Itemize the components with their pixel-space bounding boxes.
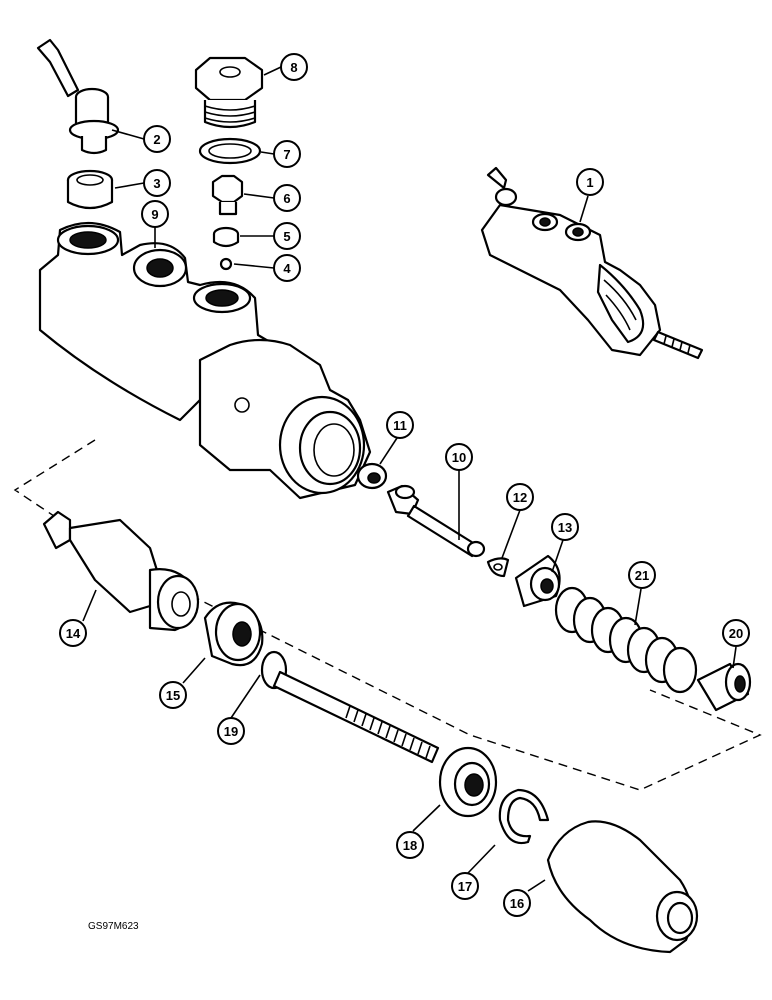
callout-10-label: 10 xyxy=(452,450,466,465)
part-11-seal xyxy=(356,462,388,490)
part-20-sleeve xyxy=(696,662,752,712)
callout-1: 1 xyxy=(576,168,604,196)
callout-2: 2 xyxy=(143,125,171,153)
part-10-valve-stem xyxy=(386,484,486,558)
callout-4-label: 4 xyxy=(283,261,291,276)
callout-8: 8 xyxy=(280,53,308,81)
callout-16-label: 16 xyxy=(510,896,524,911)
callout-9: 9 xyxy=(141,200,169,228)
callout-18-label: 18 xyxy=(403,838,417,853)
callout-13: 13 xyxy=(551,513,579,541)
leader-lines xyxy=(82,66,737,892)
callout-15-label: 15 xyxy=(166,688,180,703)
part-14-piston xyxy=(42,510,200,632)
callout-17: 17 xyxy=(451,872,479,900)
part-8-hex-plug xyxy=(194,56,264,129)
callout-21: 21 xyxy=(628,561,656,589)
callout-20: 20 xyxy=(722,619,750,647)
callout-6-label: 6 xyxy=(283,191,290,206)
callout-11-label: 11 xyxy=(393,418,407,433)
callout-9-label: 9 xyxy=(151,207,158,222)
part-6-valve xyxy=(211,174,244,216)
callout-18: 18 xyxy=(396,831,424,859)
callout-11: 11 xyxy=(386,411,414,439)
part-18-retainer xyxy=(438,746,498,818)
callout-20-label: 20 xyxy=(729,626,743,641)
callout-14-label: 14 xyxy=(66,626,81,641)
callout-5-label: 5 xyxy=(283,229,290,244)
part-3-seat xyxy=(66,169,114,210)
part-12-retainer-clip xyxy=(486,557,510,578)
kit-dashed-outline xyxy=(13,439,762,791)
figure-code: GS97M623 xyxy=(88,921,139,932)
part-17-snap-ring xyxy=(498,788,550,845)
part-21-spring xyxy=(554,586,698,694)
callout-15: 15 xyxy=(159,681,187,709)
callout-6: 6 xyxy=(273,184,301,212)
callout-3-label: 3 xyxy=(153,176,160,191)
callout-12: 12 xyxy=(506,483,534,511)
part-15-cup-seal xyxy=(203,601,264,667)
part-13-spring-seat xyxy=(514,554,561,608)
callout-2-label: 2 xyxy=(153,132,160,147)
callout-1-label: 1 xyxy=(586,175,593,190)
callout-4: 4 xyxy=(273,254,301,282)
callout-12-label: 12 xyxy=(513,490,527,505)
callout-16: 16 xyxy=(503,889,531,917)
callout-17-label: 17 xyxy=(458,879,472,894)
part-16-dust-boot xyxy=(546,820,699,954)
part-5-seal xyxy=(212,226,240,248)
callout-19: 19 xyxy=(217,717,245,745)
part-2-elbow-fitting xyxy=(36,38,120,155)
callout-8-label: 8 xyxy=(290,60,297,75)
part-4-ball xyxy=(219,257,233,271)
callout-21-label: 21 xyxy=(635,568,649,583)
part-7-washer xyxy=(198,137,262,165)
part-19-push-rod xyxy=(260,650,440,764)
part-9-cylinder-body xyxy=(38,221,372,500)
callout-19-label: 19 xyxy=(224,724,238,739)
callout-13-label: 13 xyxy=(558,520,572,535)
callout-5: 5 xyxy=(273,222,301,250)
part-1-assembled-cylinder xyxy=(480,166,704,360)
callout-10: 10 xyxy=(445,443,473,471)
callout-7: 7 xyxy=(273,140,301,168)
callout-14: 14 xyxy=(59,619,87,647)
callout-7-label: 7 xyxy=(283,147,290,162)
callout-3: 3 xyxy=(143,169,171,197)
